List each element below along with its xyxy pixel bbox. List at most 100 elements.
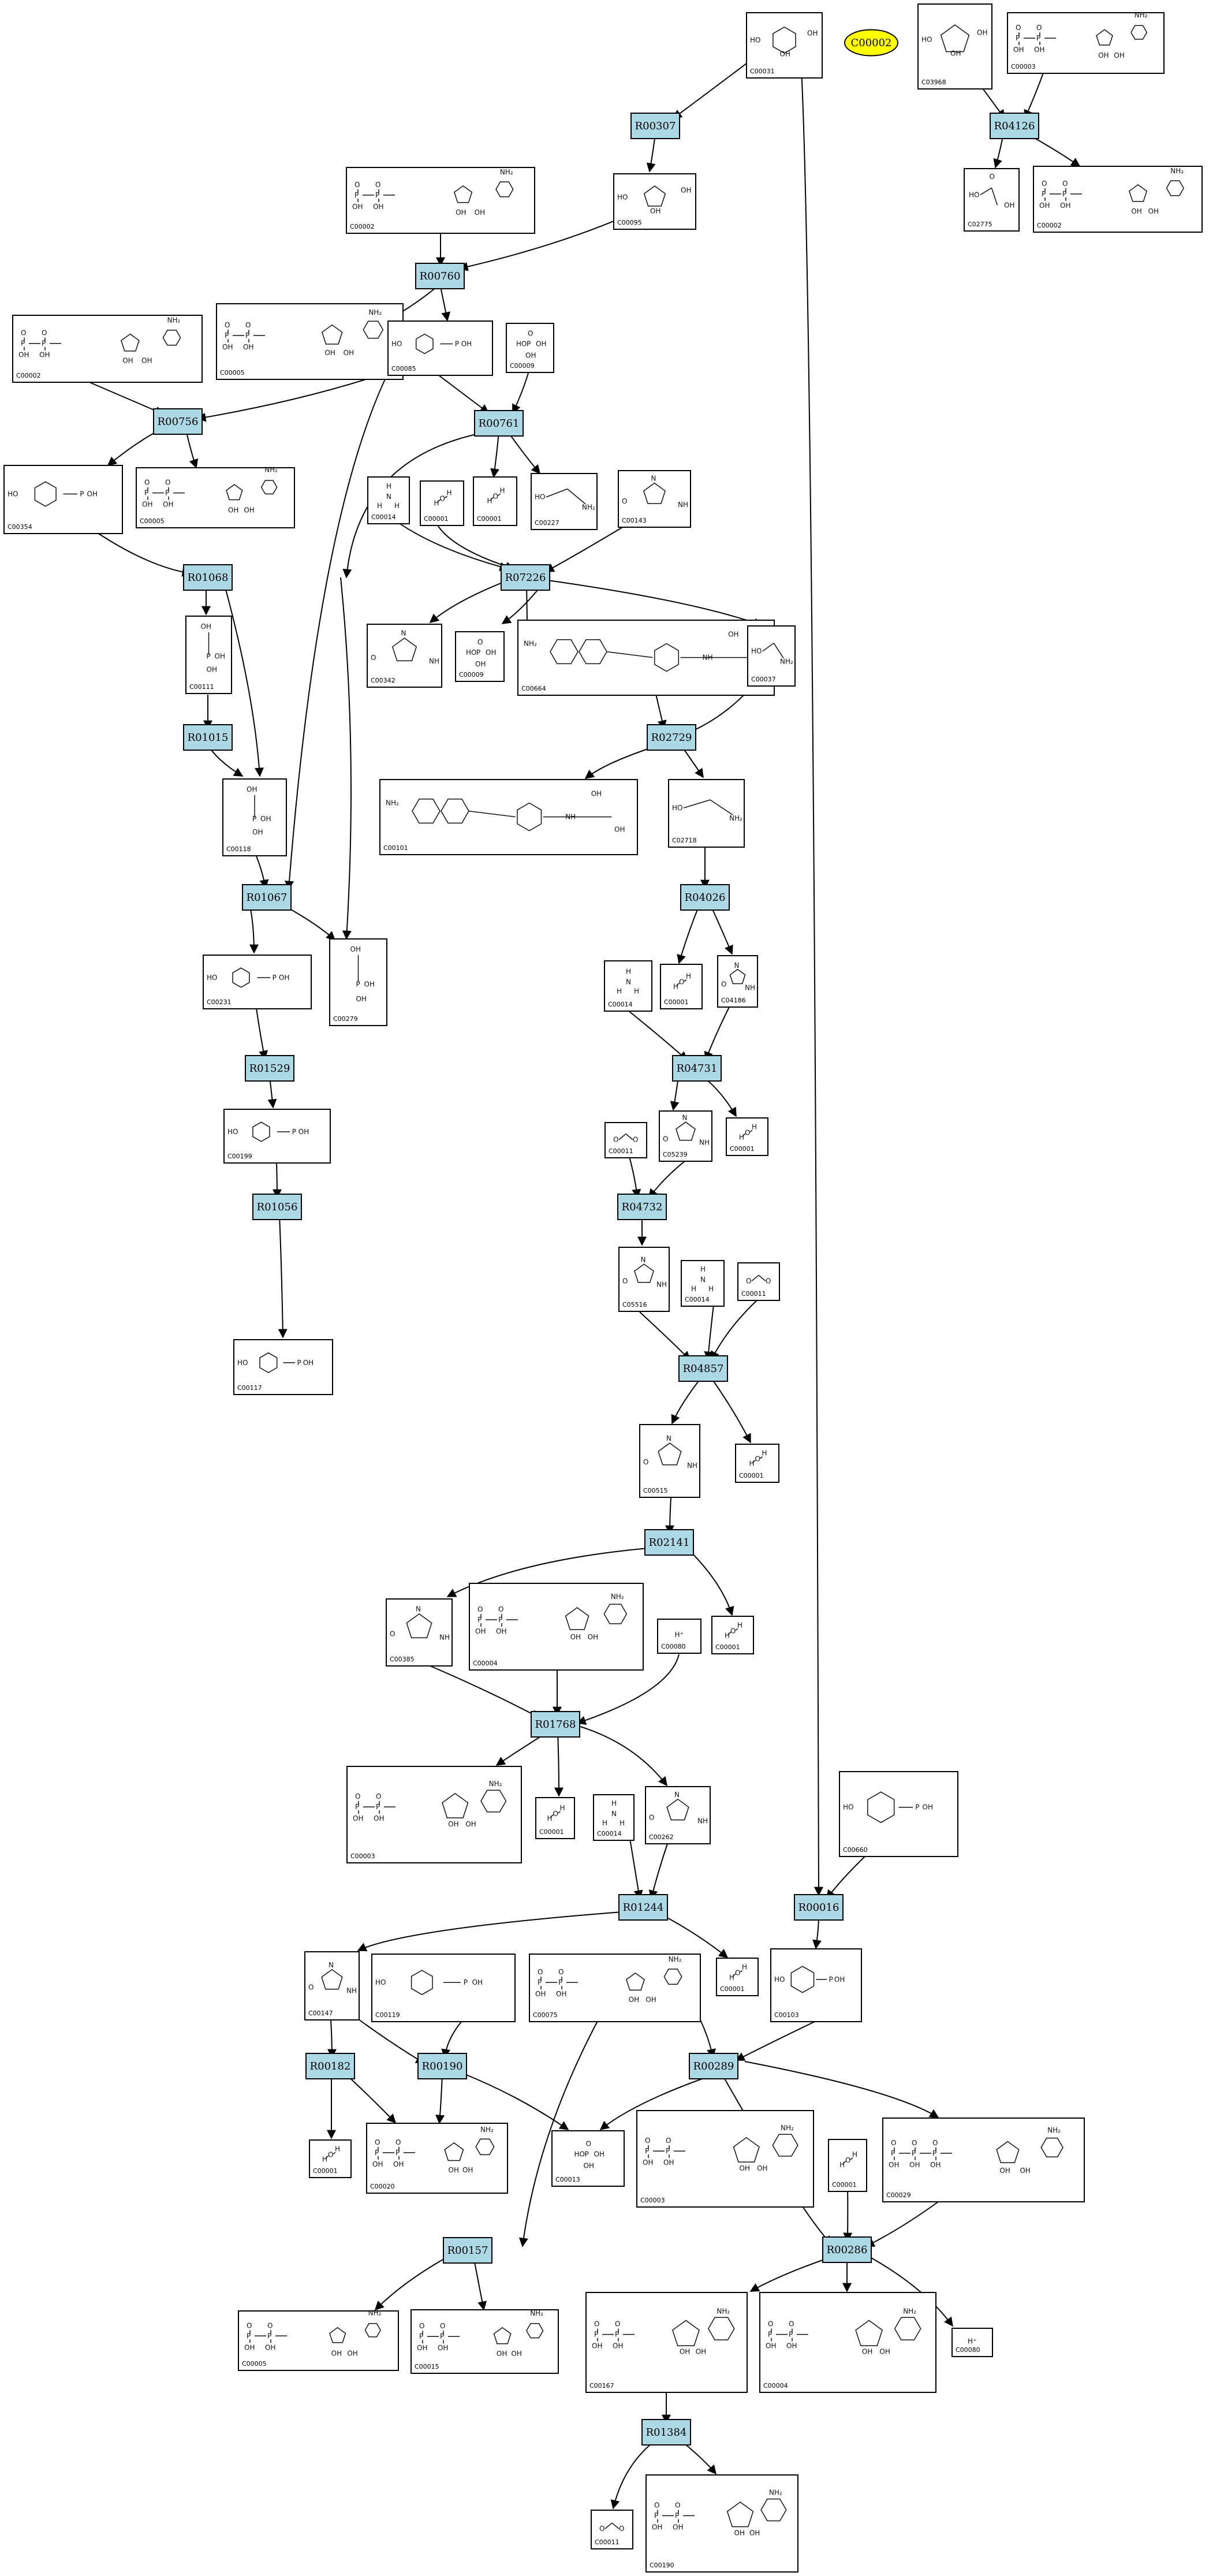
reaction-node[interactable]: R07226 xyxy=(501,564,550,591)
compound-box[interactable] xyxy=(3,465,123,534)
reaction-node[interactable]: R04732 xyxy=(617,1194,667,1220)
compound-box[interactable] xyxy=(660,964,703,1009)
compound-box[interactable] xyxy=(469,1583,644,1671)
reaction-box[interactable] xyxy=(672,1055,722,1082)
compound-box[interactable] xyxy=(420,480,464,526)
compound-box[interactable] xyxy=(604,1122,647,1158)
reaction-box[interactable] xyxy=(680,884,730,911)
reaction-box[interactable] xyxy=(183,724,233,751)
reaction-node[interactable]: R01056 xyxy=(252,1194,302,1220)
compound-box[interactable] xyxy=(659,1110,712,1162)
compound-box[interactable] xyxy=(304,1951,360,2020)
compound-box[interactable] xyxy=(203,955,312,1009)
reaction-node[interactable]: R00756 xyxy=(153,408,203,435)
reaction-node[interactable]: R00307 xyxy=(630,113,680,139)
compound-box[interactable] xyxy=(636,2110,814,2208)
reaction-box[interactable] xyxy=(501,564,550,591)
compound-box[interactable] xyxy=(618,470,691,528)
reaction-node[interactable]: R04026 xyxy=(680,884,730,911)
reaction-node[interactable]: R01067 xyxy=(242,884,292,911)
reaction-box[interactable] xyxy=(242,884,292,911)
compound-box[interactable] xyxy=(604,960,652,1012)
compound-box[interactable] xyxy=(531,473,598,530)
compound-box[interactable] xyxy=(386,1598,453,1667)
compound-box[interactable] xyxy=(411,2309,559,2374)
compound-box[interactable] xyxy=(309,2139,352,2178)
compound-box[interactable] xyxy=(535,1797,575,1839)
compound-box[interactable] xyxy=(1007,12,1165,74)
reaction-box[interactable] xyxy=(153,408,203,435)
reaction-node[interactable]: R00157 xyxy=(443,2237,492,2264)
reaction-box[interactable] xyxy=(794,1894,844,1921)
compound-box[interactable] xyxy=(951,2328,993,2357)
compound-node[interactable]: H⁺C00080 xyxy=(657,1619,701,1654)
reaction-box[interactable] xyxy=(678,1355,728,1382)
compound-box[interactable] xyxy=(593,1794,635,1841)
compound-box[interactable] xyxy=(747,625,796,687)
reaction-node[interactable]: R01768 xyxy=(531,1711,580,1738)
compound-box[interactable] xyxy=(717,955,758,1008)
compound-box[interactable] xyxy=(917,3,992,90)
compound-box[interactable] xyxy=(639,1424,700,1498)
compound-box[interactable] xyxy=(716,1958,759,1996)
reaction-box[interactable] xyxy=(647,724,696,751)
compound-box[interactable] xyxy=(238,2310,399,2371)
reaction-box[interactable] xyxy=(415,263,465,289)
compound-box[interactable] xyxy=(12,315,203,383)
reaction-node[interactable]: R01384 xyxy=(641,2419,691,2445)
reaction-box[interactable] xyxy=(305,2053,355,2079)
compound-box[interactable] xyxy=(223,1109,331,1164)
compound-box[interactable] xyxy=(371,1954,516,2022)
compound-box[interactable] xyxy=(759,2292,936,2393)
compound-box[interactable] xyxy=(828,2139,867,2192)
compound-box[interactable] xyxy=(746,12,823,79)
compound-box[interactable] xyxy=(551,2130,625,2187)
compound-box[interactable] xyxy=(964,168,1020,232)
reaction-box[interactable] xyxy=(252,1194,302,1220)
reaction-box[interactable] xyxy=(474,410,524,437)
reaction-box[interactable] xyxy=(443,2237,492,2264)
reaction-node[interactable]: R01068 xyxy=(183,564,233,591)
reaction-box[interactable] xyxy=(531,1711,580,1738)
compound-box[interactable] xyxy=(613,173,696,230)
